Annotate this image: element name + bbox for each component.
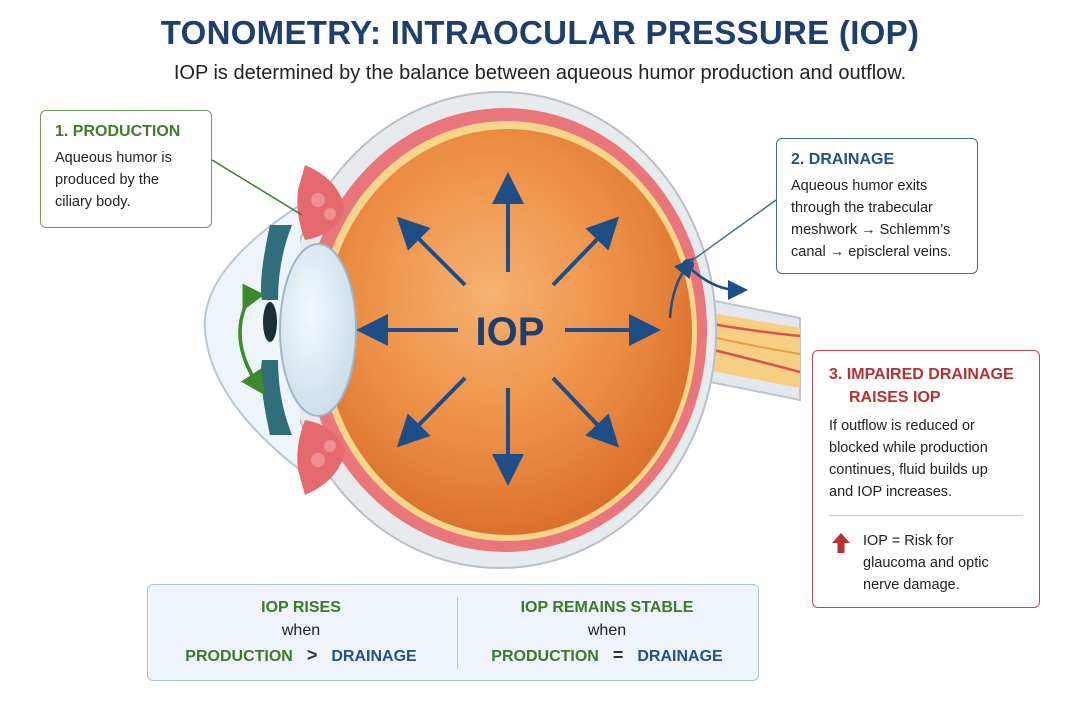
drainage-leader-line — [689, 199, 777, 263]
drainage-heading: 2. DRAINAGE — [791, 151, 895, 168]
equals-operator: = — [612, 645, 624, 665]
production-text: Aqueous humor is produced by the ciliary… — [55, 147, 197, 213]
production-line: ciliary body. — [55, 194, 131, 210]
risk-note: IOP = Risk for glaucoma and optic nerve … — [829, 530, 1023, 596]
lens — [279, 243, 357, 417]
page-title: TONOMETRY: INTRAOCULAR PRESSURE (IOP) — [160, 14, 920, 51]
drainage-line: Aqueous humor exits — [791, 178, 928, 194]
impaired-line: blocked while production — [829, 440, 988, 456]
impaired-line: If outflow is reduced or — [829, 418, 975, 434]
impaired-heading-line: RAISES IOP — [829, 386, 1023, 409]
impaired-heading: 3. IMPAIRED DRAINAGE RAISES IOP — [829, 363, 1023, 409]
stable-equation: PRODUCTION = DRAINAGE — [454, 645, 760, 666]
column-divider — [457, 597, 458, 669]
production-line: produced by the — [55, 172, 159, 188]
arrow-down-left — [396, 376, 467, 448]
when-label: when — [281, 622, 321, 639]
rises-equation: PRODUCTION > DRAINAGE — [148, 645, 454, 666]
arrow-down-right — [551, 376, 620, 448]
impaired-heading-line: 3. IMPAIRED DRAINAGE — [829, 366, 1014, 383]
divider — [829, 515, 1023, 516]
drainage-line: canal → episcleral veins. — [791, 244, 952, 260]
iris-upper — [261, 225, 292, 300]
pressure-arrows — [356, 172, 661, 486]
iop-center-label: IOP — [476, 310, 545, 354]
production-leader-line — [211, 159, 303, 216]
iop-rises-heading: IOP RISES — [261, 599, 341, 616]
arrow-up-left — [396, 216, 467, 287]
pupil — [263, 302, 277, 342]
outflow-arrow — [691, 269, 748, 300]
risk-line: glaucoma and optic — [863, 555, 989, 571]
greater-than-operator: > — [306, 645, 318, 665]
impaired-drainage-callout: 3. IMPAIRED DRAINAGE RAISES IOP If outfl… — [812, 350, 1040, 608]
iop-stable-heading: IOP REMAINS STABLE — [520, 599, 694, 616]
risk-line: IOP = Risk for — [863, 533, 954, 549]
impaired-heading-line-text: RAISES IOP — [849, 389, 941, 406]
production-term: PRODUCTION — [185, 648, 293, 665]
drainage-term: DRAINAGE — [331, 648, 417, 665]
drainage-line: through the trabecular — [791, 200, 933, 216]
drainage-text: Aqueous humor exits through the trabecul… — [791, 175, 963, 263]
drainage-callout: 2. DRAINAGE Aqueous humor exits through … — [776, 138, 978, 274]
impaired-line: continues, fluid builds up — [829, 462, 988, 478]
impaired-line: and IOP increases. — [829, 484, 953, 500]
production-callout: 1. PRODUCTION Aqueous humor is produced … — [40, 110, 212, 228]
drainage-line: meshwork → Schlemm’s — [791, 222, 951, 238]
when-label: when — [587, 622, 627, 639]
iris-lower — [261, 360, 292, 435]
schlemm-canal-marker — [682, 259, 694, 271]
production-term: PRODUCTION — [491, 648, 599, 665]
production-line: Aqueous humor is — [55, 150, 172, 166]
arrow-up-right — [551, 216, 620, 287]
iop-rises-column: IOP RISES when PRODUCTION > DRAINAGE — [148, 599, 454, 666]
iop-stable-column: IOP REMAINS STABLE when PRODUCTION = DRAIN… — [454, 599, 760, 666]
comparison-panel: IOP RISES when PRODUCTION > DRAINAGE IOP R… — [147, 584, 759, 681]
risk-line: nerve damage. — [863, 577, 960, 593]
production-heading: 1. PRODUCTION — [55, 123, 181, 140]
up-arrow-icon — [832, 533, 850, 553]
impaired-text: If outflow is reduced or blocked while p… — [829, 415, 1023, 503]
drainage-term: DRAINAGE — [637, 648, 723, 665]
ciliary-body — [297, 165, 345, 495]
page-subtitle: IOP is determined by the balance between… — [173, 62, 907, 84]
aqueous-flow-arrow — [238, 283, 265, 396]
